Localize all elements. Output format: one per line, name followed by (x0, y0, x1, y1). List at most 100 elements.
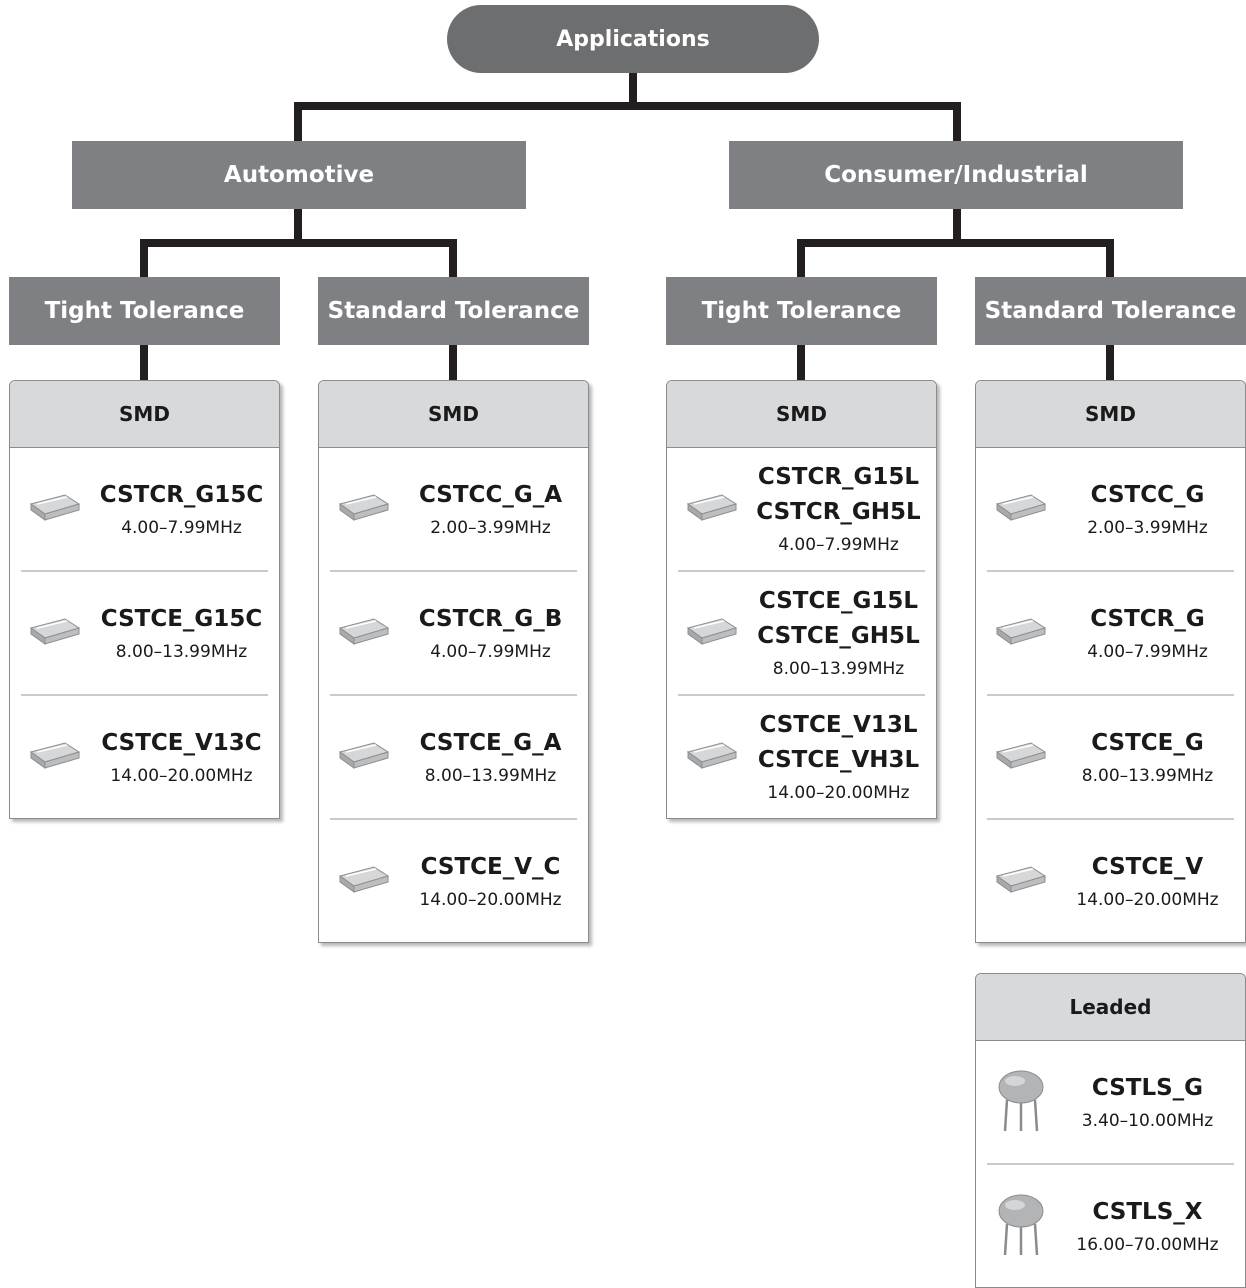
product-text: CSTCR_G15C 4.00–7.99MHz (95, 448, 268, 570)
product-item: CSTCE_V13L CSTCE_VH3L 14.00–20.00MHz (678, 696, 925, 818)
tolerance-label: Standard Tolerance (327, 298, 580, 324)
root-node-label: Applications (556, 26, 710, 52)
product-name: CSTCE_G15L (758, 588, 919, 614)
frequency-range: 4.00–7.99MHz (121, 517, 242, 538)
product-text: CSTCE_V 14.00–20.00MHz (1061, 820, 1234, 942)
tolerance-automotive-standard: Standard Tolerance (318, 277, 589, 345)
product-text: CSTLS_G 3.40–10.00MHz (1061, 1041, 1234, 1163)
frequency-range: 2.00–3.99MHz (1087, 517, 1208, 538)
product-item: CSTCE_G15L CSTCE_GH5L 8.00–13.99MHz (678, 572, 925, 696)
tolerance-automotive-tight: Tight Tolerance (9, 277, 280, 345)
product-item: CSTCC_G_A 2.00–3.99MHz (330, 448, 577, 572)
frequency-range: 14.00–20.00MHz (110, 765, 253, 786)
product-item: CSTCE_V 14.00–20.00MHz (987, 820, 1234, 942)
product-name: CSTCE_G_A (419, 729, 562, 756)
frequency-range: 4.00–7.99MHz (430, 641, 551, 662)
tolerance-label: Tight Tolerance (44, 298, 245, 324)
frequency-range: 3.40–10.00MHz (1081, 1110, 1214, 1131)
frequency-range: 8.00–13.99MHz (424, 765, 557, 786)
category-consumer-industrial: Consumer/Industrial (729, 141, 1183, 209)
product-name: CSTCE_G15C (100, 605, 263, 632)
product-item: CSTCR_G15C 4.00–7.99MHz (21, 448, 268, 572)
smd-resonator-icon (336, 738, 392, 776)
smd-resonator-icon (993, 862, 1049, 900)
leaded-resonator-icon (993, 1191, 1049, 1261)
leaded-resonator-icon (993, 1067, 1049, 1137)
tolerance-label: Standard Tolerance (984, 298, 1237, 324)
product-name: CSTCR_G_B (418, 605, 563, 632)
frequency-range: 14.00–20.00MHz (1076, 889, 1219, 910)
frequency-range: 14.00–20.00MHz (419, 889, 562, 910)
smd-resonator-icon (993, 614, 1049, 652)
product-name: CSTCE_V13C (101, 729, 262, 756)
panel-title: SMD (10, 381, 279, 448)
product-text: CSTCE_V13L CSTCE_VH3L 14.00–20.00MHz (752, 696, 925, 818)
product-name: CSTCR_G15C (99, 481, 264, 508)
tolerance-consumer-standard: Standard Tolerance (975, 277, 1246, 345)
frequency-range: 4.00–7.99MHz (1087, 641, 1208, 662)
product-name: CSTLS_G (1091, 1074, 1204, 1101)
product-item: CSTCE_G 8.00–13.99MHz (987, 696, 1234, 820)
frequency-range: 2.00–3.99MHz (430, 517, 551, 538)
product-item: CSTLS_X 16.00–70.00MHz (987, 1165, 1234, 1287)
product-name: CSTCE_VH3L (757, 747, 920, 773)
panel-title: SMD (667, 381, 936, 448)
product-name: CSTLS_X (1092, 1198, 1203, 1225)
smd-resonator-icon (336, 862, 392, 900)
smd-resonator-icon (684, 738, 740, 776)
frequency-range: 4.00–7.99MHz (778, 535, 899, 555)
frequency-range: 8.00–13.99MHz (115, 641, 248, 662)
smd-resonator-icon (27, 490, 83, 528)
smd-resonator-icon (336, 614, 392, 652)
product-text: CSTCE_G 8.00–13.99MHz (1061, 696, 1234, 818)
product-item: CSTCR_G_B 4.00–7.99MHz (330, 572, 577, 696)
product-name: CSTCE_GH5L (757, 623, 920, 649)
frequency-range: 8.00–13.99MHz (1081, 765, 1214, 786)
tolerance-consumer-tight: Tight Tolerance (666, 277, 937, 345)
product-name: CSTCR_G (1090, 605, 1205, 632)
category-automotive: Automotive (72, 141, 526, 209)
product-item: CSTCE_V_C 14.00–20.00MHz (330, 820, 577, 942)
frequency-range: 16.00–70.00MHz (1076, 1234, 1219, 1255)
category-label: Automotive (223, 162, 375, 188)
product-name: CSTCE_G (1091, 729, 1204, 756)
product-name: CSTCC_G_A (419, 481, 562, 508)
product-text: CSTCE_G15C 8.00–13.99MHz (95, 572, 268, 694)
smd-resonator-icon (684, 490, 740, 528)
panel-title: SMD (976, 381, 1245, 448)
product-item: CSTCE_V13C 14.00–20.00MHz (21, 696, 268, 818)
product-text: CSTLS_X 16.00–70.00MHz (1061, 1165, 1234, 1287)
frequency-range: 8.00–13.99MHz (772, 659, 905, 679)
product-name: CSTCE_V13L (759, 712, 918, 738)
frequency-range: 14.00–20.00MHz (767, 783, 910, 803)
product-item: CSTCE_G15C 8.00–13.99MHz (21, 572, 268, 696)
product-item: CSTCR_G 4.00–7.99MHz (987, 572, 1234, 696)
product-text: CSTCE_G15L CSTCE_GH5L 8.00–13.99MHz (752, 572, 925, 694)
tolerance-label: Tight Tolerance (701, 298, 902, 324)
product-item: CSTCE_G_A 8.00–13.99MHz (330, 696, 577, 820)
panel-title: Leaded (976, 974, 1245, 1041)
product-name: CSTCE_V_C (420, 853, 561, 880)
product-name: CSTCE_V (1091, 853, 1204, 880)
product-item: CSTCC_G 2.00–3.99MHz (987, 448, 1234, 572)
product-name: CSTCC_G (1090, 481, 1205, 508)
product-text: CSTCR_G 4.00–7.99MHz (1061, 572, 1234, 694)
product-text: CSTCE_V_C 14.00–20.00MHz (404, 820, 577, 942)
smd-resonator-icon (27, 738, 83, 776)
product-name: CSTCR_GH5L (756, 499, 921, 525)
product-text: CSTCE_G_A 8.00–13.99MHz (404, 696, 577, 818)
smd-resonator-icon (336, 490, 392, 528)
product-text: CSTCE_V13C 14.00–20.00MHz (95, 696, 268, 818)
smd-resonator-icon (27, 614, 83, 652)
product-text: CSTCR_G_B 4.00–7.99MHz (404, 572, 577, 694)
